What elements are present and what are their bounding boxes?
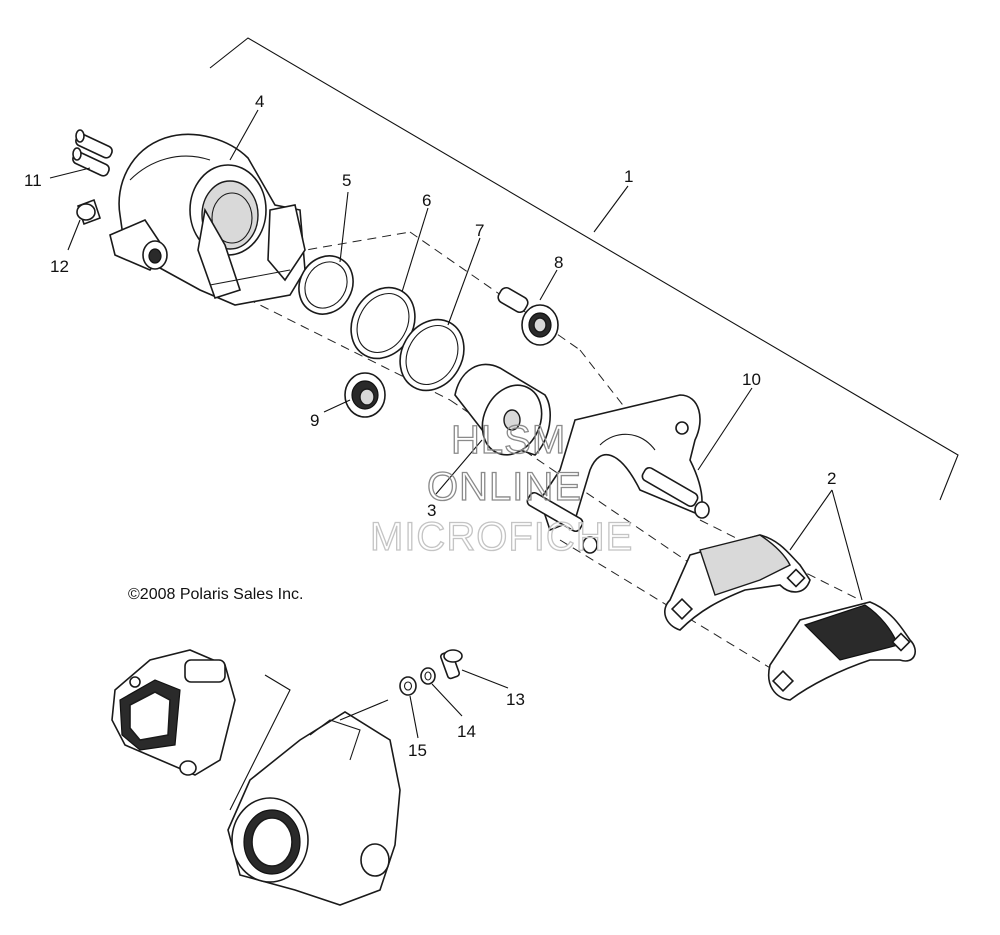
callout-7: 7 xyxy=(475,221,484,240)
callout-15: 15 xyxy=(408,741,427,760)
bleeder-cap-part-12 xyxy=(76,198,102,226)
caliper-body-part-4 xyxy=(109,133,306,306)
callout-5: 5 xyxy=(342,171,351,190)
knuckle-housing-inset xyxy=(227,674,401,906)
boot-part-9 xyxy=(344,372,386,418)
callout-11: 11 xyxy=(24,171,42,190)
callout-4: 4 xyxy=(255,92,264,111)
bleeder-screws-part-11 xyxy=(72,129,113,177)
assembly-bracket-line xyxy=(209,37,959,501)
callout-6: 6 xyxy=(422,191,431,210)
watermark-line-2: ONLINE xyxy=(427,465,582,509)
callout-10: 10 xyxy=(742,370,761,389)
leader-lines xyxy=(49,109,863,739)
callout-14: 14 xyxy=(457,722,476,741)
watermark: HLSM ONLINE MICROFICHE xyxy=(369,417,633,559)
brake-pad-rear-part-2 xyxy=(768,601,916,701)
slide-pin-part-8 xyxy=(497,286,559,346)
callout-12: 12 xyxy=(50,257,69,276)
mounting-bracket-part-10 xyxy=(526,394,710,554)
watermark-line-1: HLSM xyxy=(451,418,566,462)
brake-pad-front-part-2 xyxy=(664,534,811,631)
callout-9: 9 xyxy=(310,411,319,430)
bolt-part-13 xyxy=(439,649,463,680)
callout-1: 1 xyxy=(624,167,633,186)
copyright-text: ©2008 Polaris Sales Inc. xyxy=(128,586,303,603)
washer-part-14 xyxy=(420,667,436,685)
washer-part-15 xyxy=(399,676,417,696)
callout-3: 3 xyxy=(427,501,436,520)
callout-8: 8 xyxy=(554,253,563,272)
watermark-line-3: MICROFICHE xyxy=(370,515,633,559)
callout-13: 13 xyxy=(506,690,525,709)
dust-seal-part-7 xyxy=(399,318,465,392)
seal-part-5 xyxy=(298,255,354,315)
piston-part-3 xyxy=(454,363,551,456)
callout-2: 2 xyxy=(827,469,836,488)
callout-labels: 1 2 3 4 5 6 7 8 9 10 11 12 13 14 15 xyxy=(24,92,836,760)
assembled-caliper-inset xyxy=(111,649,236,776)
